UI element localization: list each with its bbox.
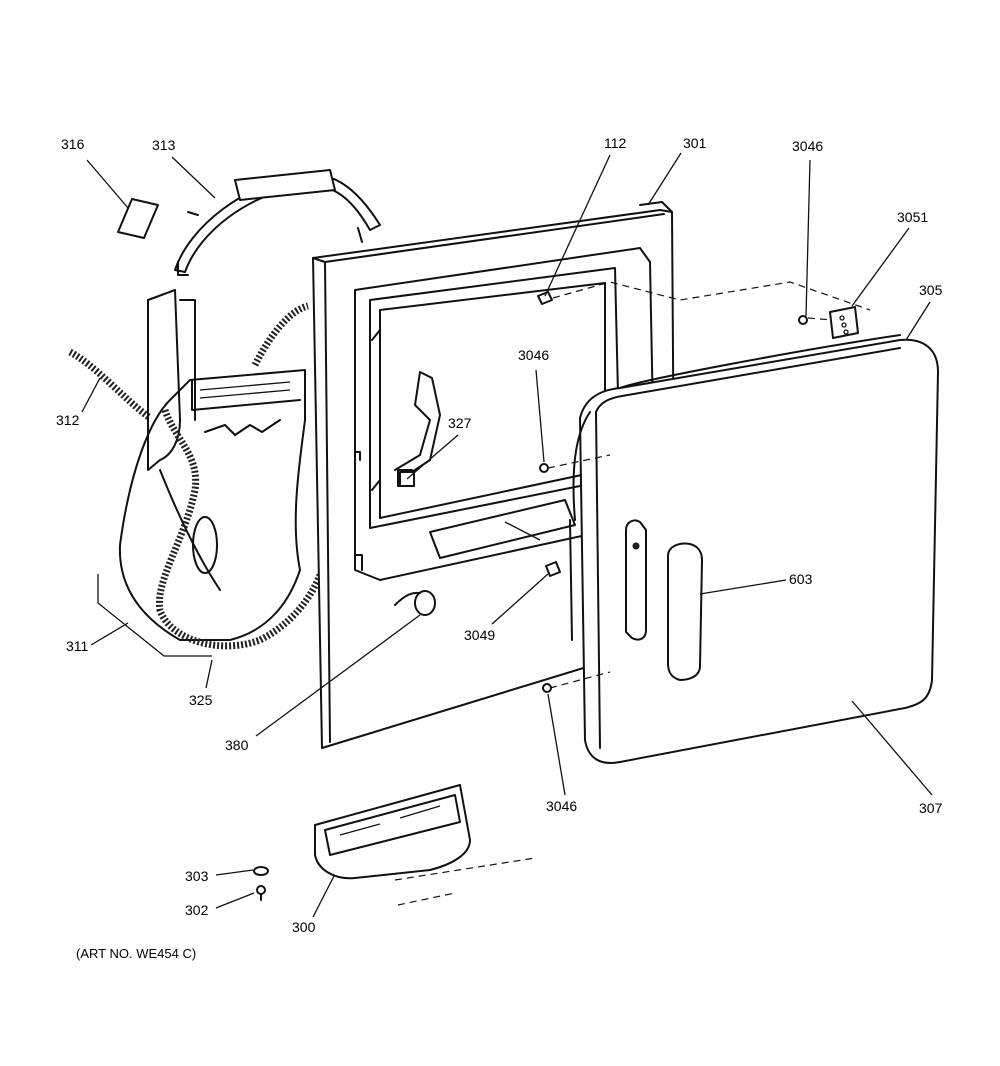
part-112-pin <box>537 291 553 305</box>
callout-300: 300 <box>292 919 316 935</box>
callout-302: 302 <box>185 902 209 918</box>
art-number: (ART NO. WE454 C) <box>76 946 196 961</box>
part-307-door <box>569 338 939 764</box>
callout-307: 307 <box>919 800 943 816</box>
part-380-door-switch <box>394 590 436 616</box>
callout-316: 316 <box>61 136 85 152</box>
part-3046-screws <box>539 315 808 693</box>
part-311-front-panel <box>118 289 306 641</box>
part-313-top-duct <box>174 169 381 276</box>
part-300-housing <box>314 784 471 880</box>
callout-380: 380 <box>225 737 249 753</box>
part-303-washer <box>253 866 269 876</box>
callout-3046-bottom: 3046 <box>546 798 577 814</box>
callout-313: 313 <box>152 137 176 153</box>
callout-325: 325 <box>189 692 213 708</box>
callout-303: 303 <box>185 868 209 884</box>
part-305-door-rim <box>619 334 901 389</box>
part-302-screw <box>256 885 266 901</box>
callout-301: 301 <box>683 135 707 151</box>
callout-labels: 316 313 312 311 325 380 112 301 3046 305… <box>56 135 943 961</box>
leader-lines <box>81 152 933 918</box>
part-312-gasket <box>68 302 310 421</box>
callout-3051: 3051 <box>897 209 928 225</box>
callout-305: 305 <box>919 282 943 298</box>
callout-3046-mid: 3046 <box>518 347 549 363</box>
callout-312: 312 <box>56 412 80 428</box>
alignment-lines <box>394 281 871 906</box>
part-3051-hinge <box>829 306 859 339</box>
part-316-label-strip <box>117 198 159 239</box>
callout-3046-top: 3046 <box>792 138 823 154</box>
part-325-door-seal <box>155 408 324 650</box>
callout-327: 327 <box>448 415 472 431</box>
callout-3049: 3049 <box>464 627 495 643</box>
part-3049-catch <box>545 561 561 577</box>
callout-603: 603 <box>789 571 813 587</box>
callout-311: 311 <box>66 638 89 654</box>
callout-112: 112 <box>604 135 627 151</box>
